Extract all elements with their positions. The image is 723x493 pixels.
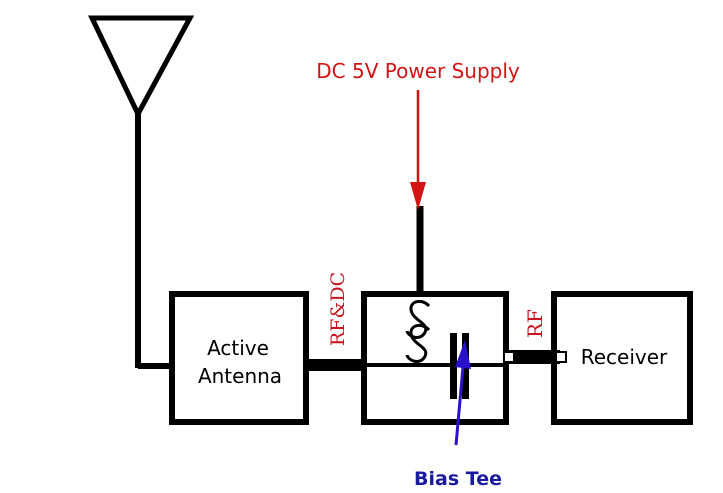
rf-dc-cable [306, 359, 364, 371]
active-antenna-label-line2: Antenna [198, 364, 282, 388]
receiver-label: Receiver [581, 345, 668, 369]
bias-tee-arrow [454, 340, 471, 446]
active-antenna-label-line1: Active [207, 336, 269, 360]
inductor-icon [405, 299, 431, 363]
active-antenna-box [169, 291, 309, 425]
bias-tee-label: Bias Tee [414, 468, 502, 490]
receiver-box [551, 291, 693, 425]
antenna-icon [88, 15, 195, 369]
bias-tee-box [361, 291, 509, 425]
power-arrow [410, 90, 426, 210]
rf-dc-label: RF&DC [327, 272, 349, 346]
power-supply-label: DC 5V Power Supply [316, 59, 520, 83]
rf-label: RF [523, 309, 547, 338]
